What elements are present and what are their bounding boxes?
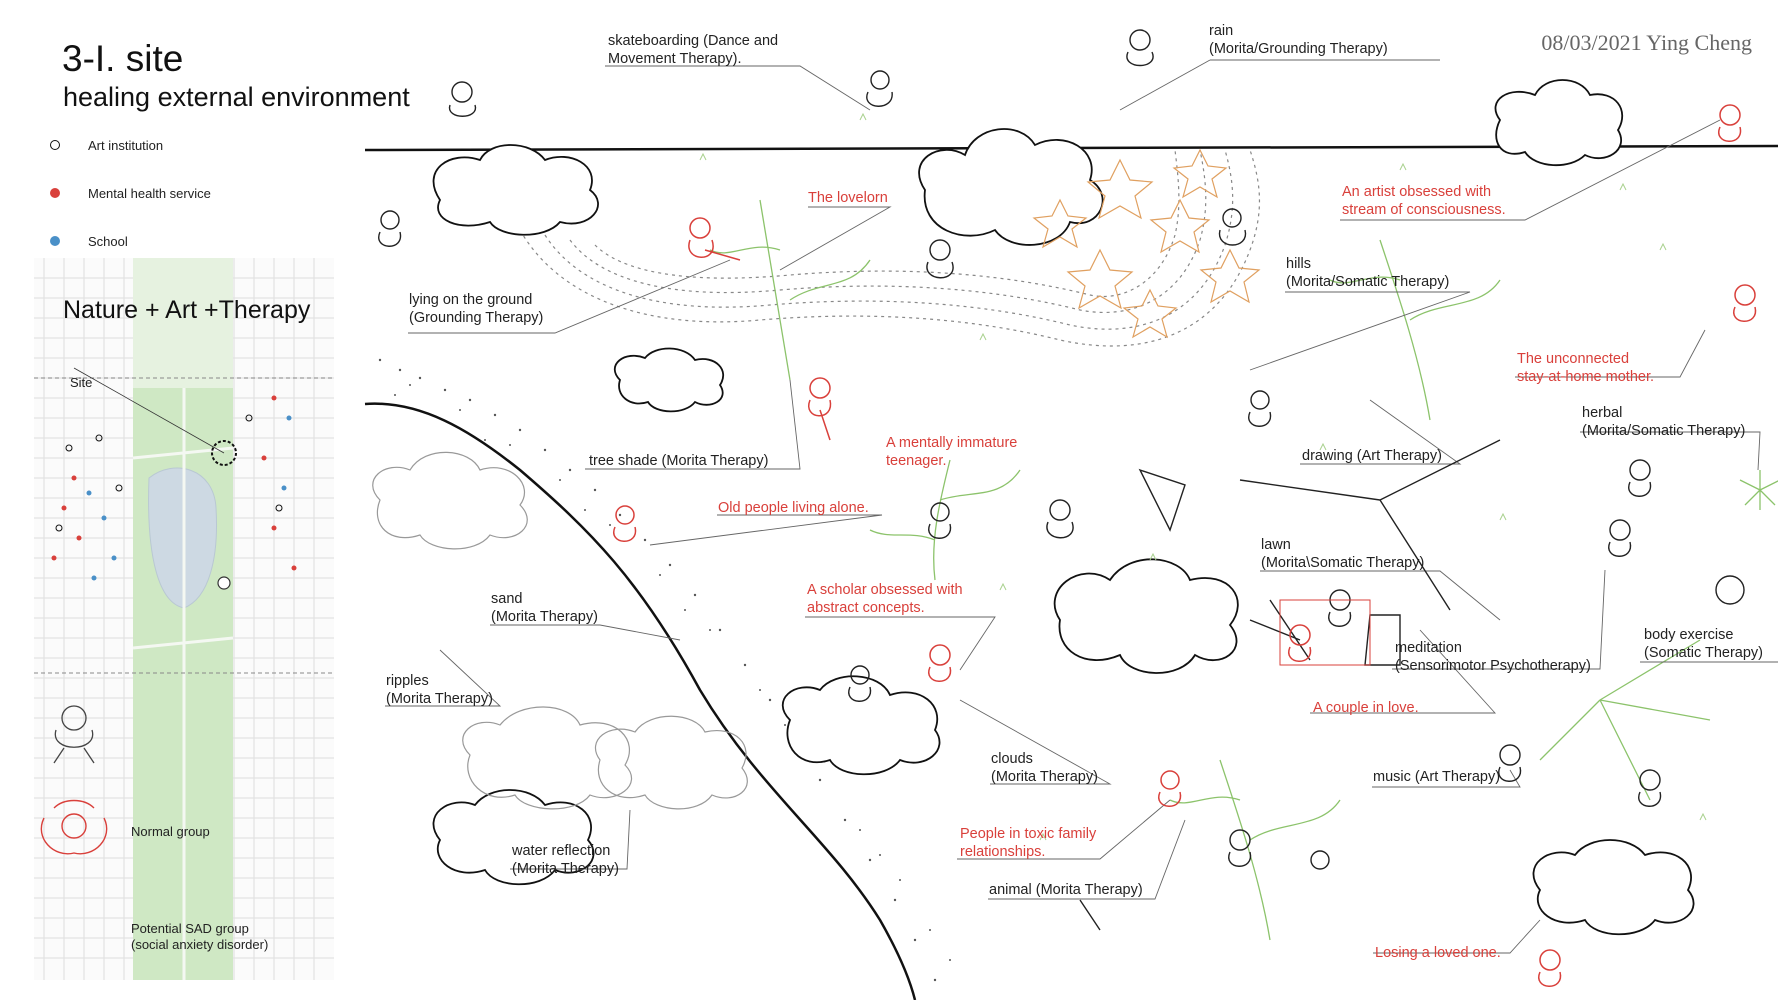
park-paths [132, 388, 234, 980]
legend-label: Mental health service [88, 186, 211, 201]
legend-label: School [88, 234, 128, 249]
label-ripples: ripples(Morita Therapy) [386, 673, 493, 707]
normal-person-icon [53, 705, 95, 764]
label-herbal: herbal(Morita/Somatic Therapy) [1582, 405, 1746, 439]
sad-person-icon [40, 799, 108, 855]
legend-label: Art institution [88, 138, 164, 153]
page-title: 3-I. site [62, 38, 184, 79]
map-heading: Nature + Art +Therapy [63, 296, 311, 324]
label-lovelorn: The lovelorn [808, 190, 888, 206]
label-tree-shade: tree shade (Morita Therapy) [589, 453, 769, 469]
label-drawing: drawing (Art Therapy) [1302, 448, 1442, 464]
grass-ticks [699, 112, 1707, 841]
site-label: Site [70, 375, 93, 390]
label-losing-loved-one: Losing a loved one. [1375, 945, 1501, 961]
leader-lines [385, 59, 1778, 954]
people-figures [378, 29, 1745, 931]
sad-group-sublabel: (social anxiety disorder) [131, 937, 269, 952]
label-old-people: Old people living alone. [718, 500, 869, 516]
site-map [34, 258, 334, 980]
label-clouds: clouds(Morita Therapy) [991, 751, 1098, 785]
label-lawn: lawn(Morita\Somatic Therapy) [1261, 537, 1425, 571]
label-couple: A couple in love. [1313, 700, 1419, 716]
red-figures [613, 104, 1757, 987]
label-water-reflection: water reflection(Morita Therapy) [512, 843, 619, 877]
map-dots [51, 395, 297, 581]
plant-branches [709, 199, 1778, 941]
clouds [432, 79, 1695, 936]
blue-dot-icon [50, 236, 60, 246]
normal-group-label: Normal group [131, 824, 210, 839]
site-bounds [34, 377, 334, 674]
label-animal: animal (Morita Therapy) [989, 882, 1143, 898]
reflection-clouds [372, 451, 748, 810]
site-marker [211, 440, 237, 466]
hollow-dot-icon [50, 140, 60, 150]
label-body-exercise: body exercise(Somatic Therapy) [1644, 627, 1763, 661]
author-signature: 08/03/2021 Ying Cheng [1541, 30, 1752, 55]
label-music: music (Art Therapy) [1373, 769, 1501, 785]
star-pattern [1032, 148, 1261, 339]
label-meditation: meditation(Sensorimotor Psychotherapy) [1395, 640, 1591, 674]
label-rain: rain(Morita/Grounding Therapy) [1209, 23, 1388, 57]
sand-stipple [378, 358, 951, 982]
hill-contours [519, 149, 1261, 347]
page-subtitle: healing external environment [63, 82, 410, 112]
sad-group-label: Potential SAD group [131, 921, 249, 936]
label-hills: hills(Morita/Somatic Therapy) [1286, 256, 1450, 290]
label-lying-ground: lying on the ground(Grounding Therapy) [409, 292, 544, 326]
label-sand: sand(Morita Therapy) [491, 591, 598, 625]
red-dot-icon [50, 188, 60, 198]
riverbank-curve [364, 402, 917, 1000]
